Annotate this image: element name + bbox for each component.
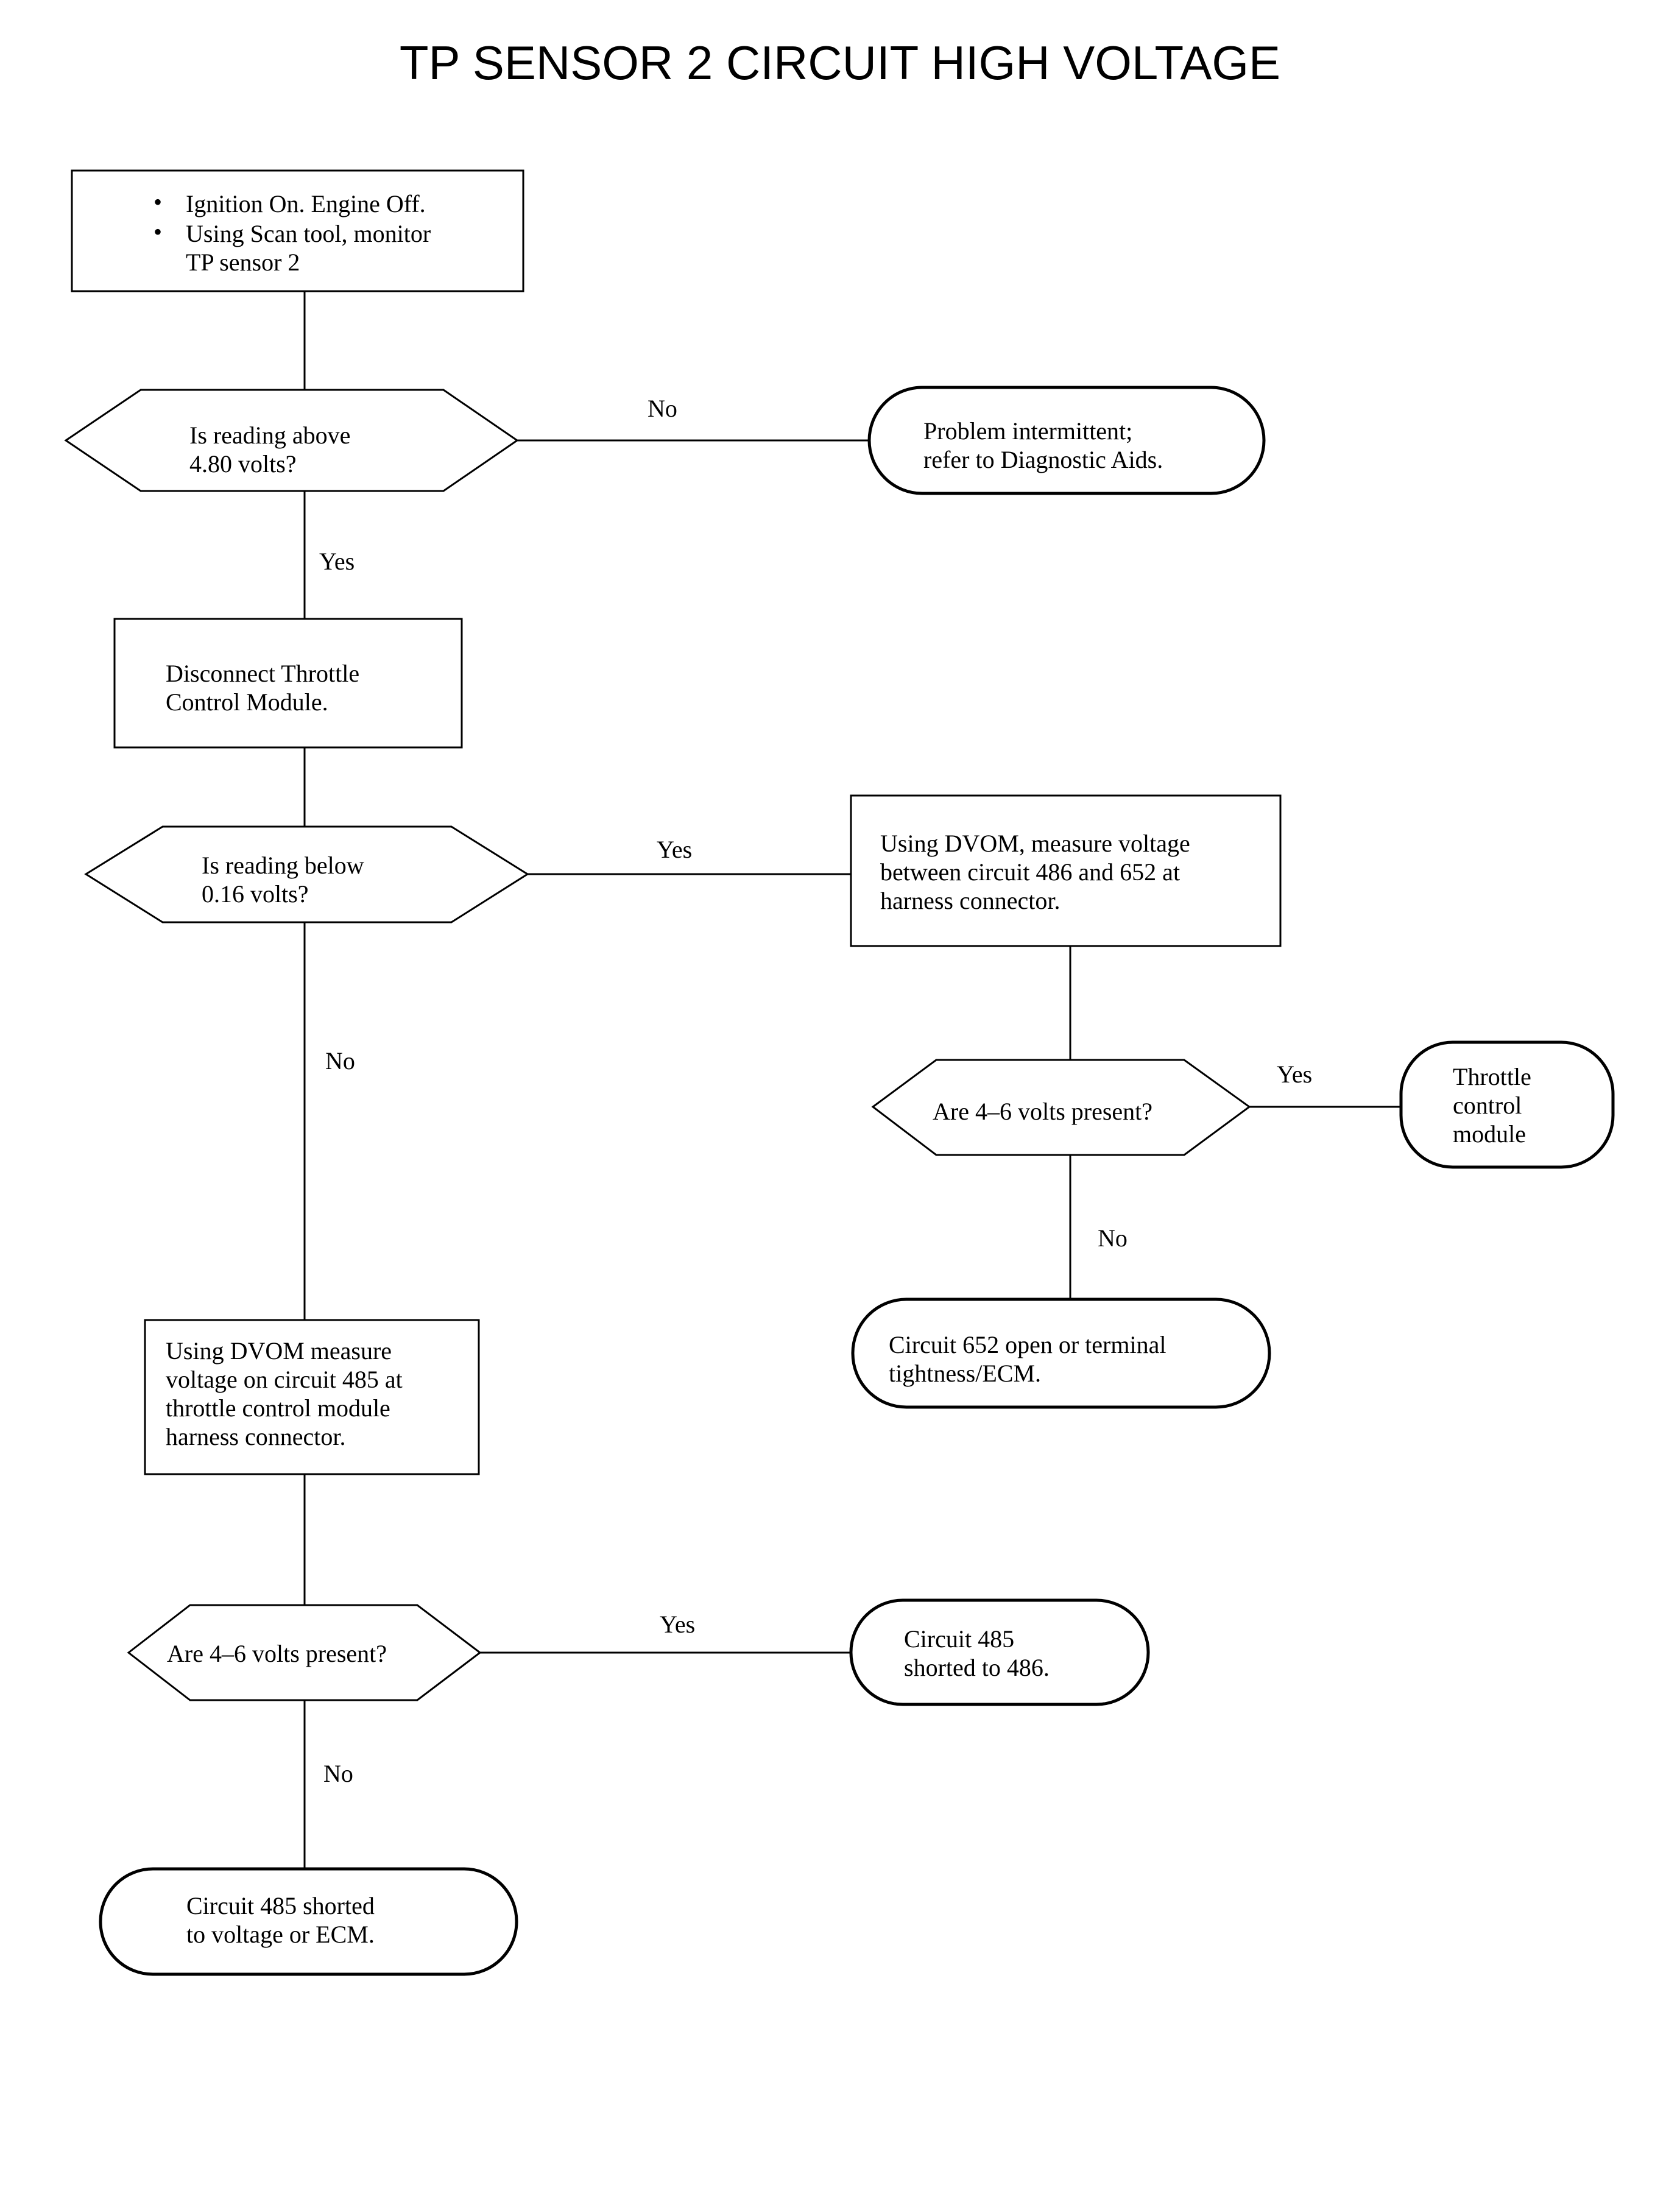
result-problem-intermittent: Problem intermittent; refer to Diagnosti… xyxy=(867,386,1266,495)
result-throttle-control-module: Throttle control module xyxy=(1399,1040,1615,1169)
decision-line: 0.16 volts? xyxy=(202,880,309,908)
diagram-title: TP SENSOR 2 CIRCUIT HIGH VOLTAGE xyxy=(400,36,1280,90)
result-line: Problem intermittent; xyxy=(923,417,1132,445)
step-line: voltage on circuit 485 at xyxy=(166,1366,403,1393)
edge-label-no: No xyxy=(323,1760,353,1787)
result-line: Circuit 652 open or terminal xyxy=(889,1331,1166,1358)
step-line: harness connector. xyxy=(880,887,1060,914)
edge-label-yes: Yes xyxy=(1277,1061,1312,1088)
decision-line: 4.80 volts? xyxy=(189,450,297,478)
decision-reading-above: Is reading above 4.80 volts? xyxy=(64,389,519,492)
start-step-line: TP sensor 2 xyxy=(186,249,300,276)
step-line: Control Module. xyxy=(166,688,328,716)
edge-label-yes: Yes xyxy=(660,1611,695,1638)
result-circuit-485-shorted-voltage: Circuit 485 shorted to voltage or ECM. xyxy=(99,1867,518,1976)
result-line: module xyxy=(1453,1120,1526,1148)
step-disconnect-throttle-module: Disconnect Throttle Control Module. xyxy=(113,618,463,749)
result-line: shorted to 486. xyxy=(904,1654,1050,1681)
decision-reading-below: Is reading below 0.16 volts? xyxy=(84,825,529,923)
decision-4-6-volts-upper: Are 4–6 volts present? xyxy=(871,1059,1251,1156)
step-line: Using DVOM measure xyxy=(166,1337,392,1364)
step-measure-486-652: Using DVOM, measure voltage between circ… xyxy=(850,794,1282,947)
start-step-box: • Ignition On. Engine Off. • Using Scan … xyxy=(71,169,524,292)
edge-label-no: No xyxy=(648,395,677,422)
edge-label-yes: Yes xyxy=(319,548,355,575)
start-step-line: Using Scan tool, monitor xyxy=(186,220,431,247)
result-line: tightness/ECM. xyxy=(889,1360,1041,1387)
result-line: to voltage or ECM. xyxy=(186,1921,375,1948)
decision-line: Are 4–6 volts present? xyxy=(167,1640,387,1667)
result-line: control xyxy=(1453,1092,1522,1119)
step-line: between circuit 486 and 652 at xyxy=(880,858,1180,886)
step-line: throttle control module xyxy=(166,1394,390,1422)
bullet-marker: • xyxy=(154,188,162,216)
start-step-line: Ignition On. Engine Off. xyxy=(186,190,426,217)
edge-label-no: No xyxy=(325,1047,355,1075)
decision-line: Is reading above xyxy=(189,422,350,449)
step-line: harness connector. xyxy=(166,1423,345,1450)
result-circuit-485-shorted-486: Circuit 485 shorted to 486. xyxy=(849,1598,1150,1706)
bullet-marker: • xyxy=(154,218,162,245)
edge-label-yes: Yes xyxy=(657,836,692,863)
step-line: Using DVOM, measure voltage xyxy=(880,830,1190,857)
result-line: Circuit 485 shorted xyxy=(186,1892,375,1919)
result-line: Throttle xyxy=(1453,1063,1531,1090)
connectors xyxy=(303,291,1401,1869)
decision-4-6-volts-lower: Are 4–6 volts present? xyxy=(127,1604,482,1701)
result-line: Circuit 485 xyxy=(904,1625,1014,1653)
step-line: Disconnect Throttle xyxy=(166,660,359,687)
decision-line: Are 4–6 volts present? xyxy=(933,1098,1152,1125)
edge-label-no: No xyxy=(1098,1224,1128,1252)
step-measure-485: Using DVOM measure voltage on circuit 48… xyxy=(144,1319,480,1475)
result-line: refer to Diagnostic Aids. xyxy=(923,446,1163,473)
decision-line: Is reading below xyxy=(202,852,364,879)
result-circuit-652-open: Circuit 652 open or terminal tightness/E… xyxy=(851,1297,1271,1409)
